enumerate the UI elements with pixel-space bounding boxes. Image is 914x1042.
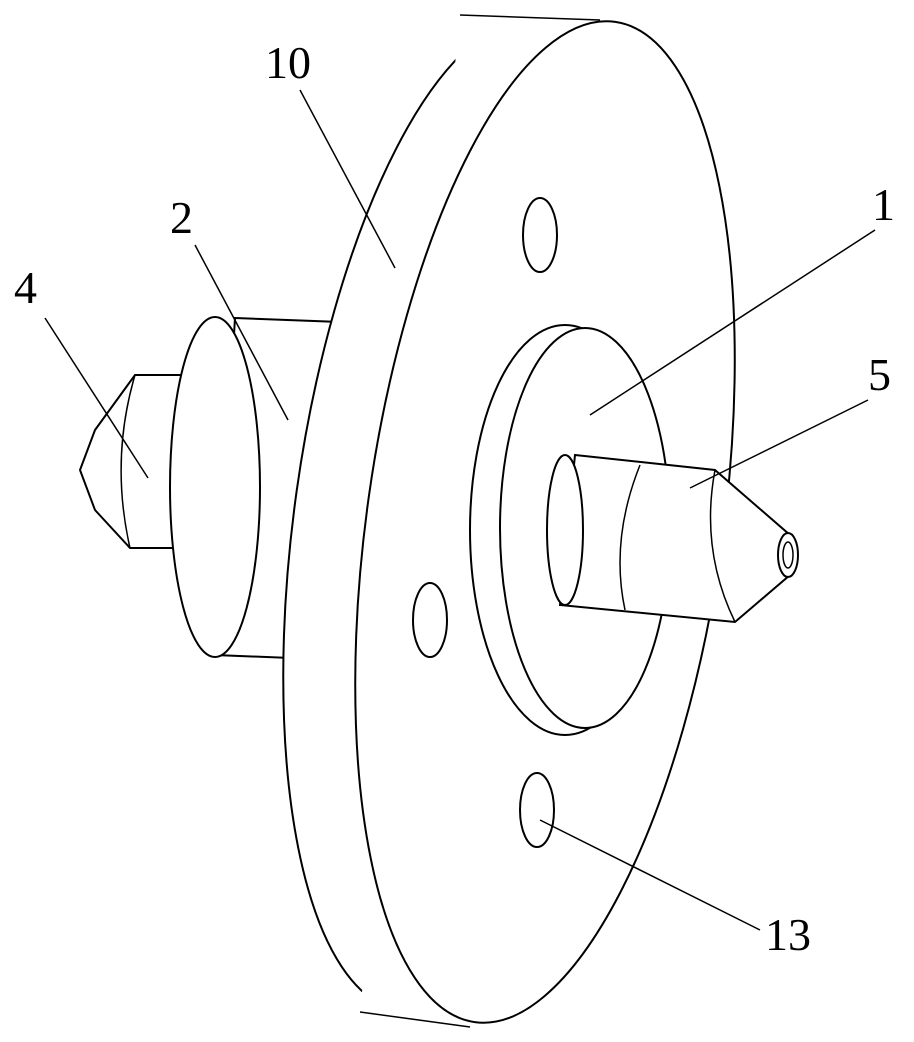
label-1: 1 bbox=[872, 179, 895, 230]
label-4: 4 bbox=[14, 262, 37, 313]
label-2: 2 bbox=[170, 192, 193, 243]
right-nozzle-part-5 bbox=[546, 453, 799, 624]
leader-lines bbox=[44, 89, 876, 931]
label-10: 10 bbox=[265, 37, 311, 88]
mounting-holes-13 bbox=[412, 197, 558, 848]
label-13: 13 bbox=[765, 909, 811, 960]
label-5: 5 bbox=[868, 349, 891, 400]
